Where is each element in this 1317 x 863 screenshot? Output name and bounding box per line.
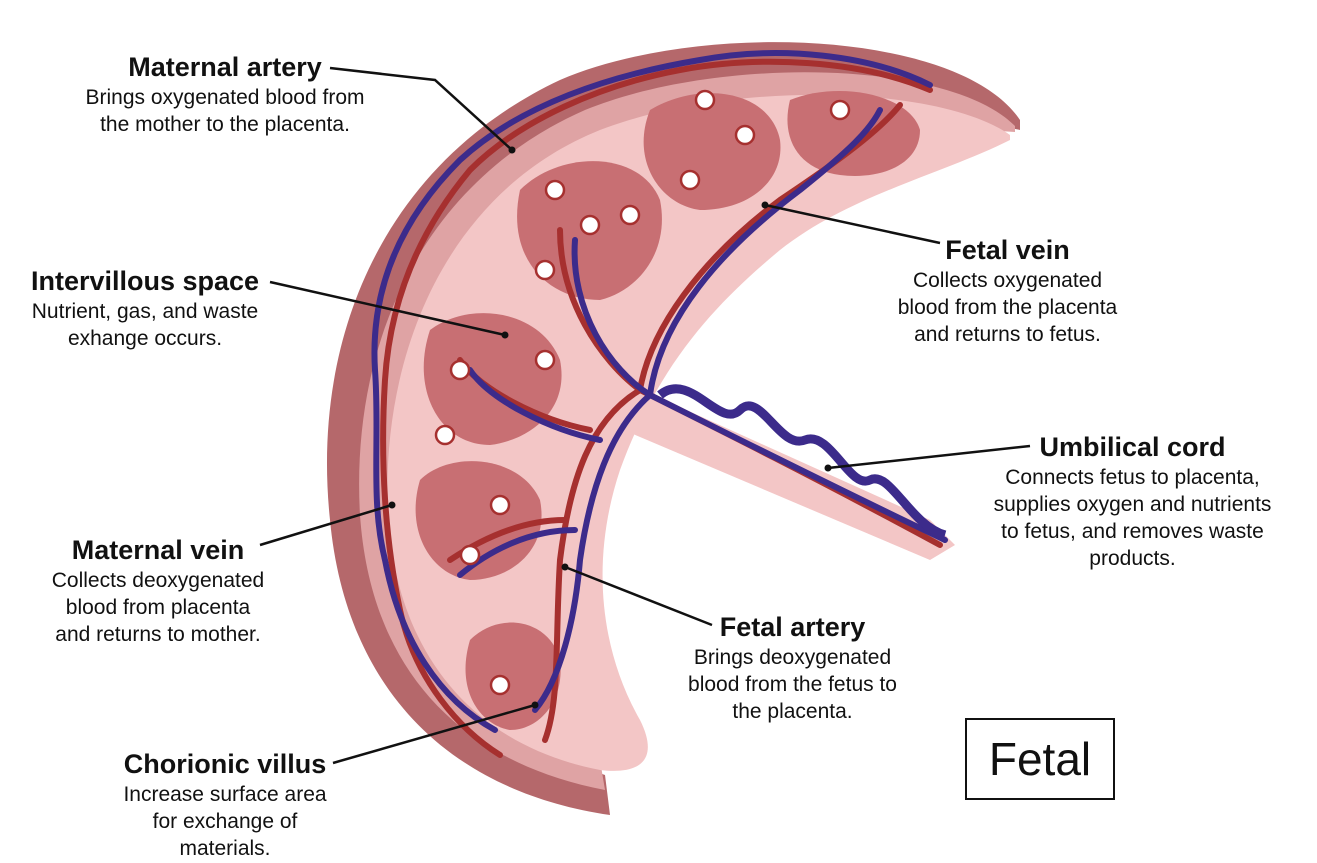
label-title: Maternal artery <box>40 50 410 84</box>
villus-tip <box>461 546 479 564</box>
villus-tip <box>696 91 714 109</box>
villus-tip <box>546 181 564 199</box>
label-chorionic-villus: Chorionic villus Increase surface area f… <box>80 747 370 862</box>
villus-tip <box>736 126 754 144</box>
label-description: Collects deoxygenated blood from placent… <box>18 567 298 648</box>
villus-tip <box>581 216 599 234</box>
villus-tip <box>621 206 639 224</box>
leader-dot <box>825 465 832 472</box>
label-description: Brings deoxygenated blood from the fetus… <box>655 644 930 725</box>
fetal-badge: Fetal <box>965 718 1115 800</box>
villus-tip <box>491 676 509 694</box>
label-intervillous-space: Intervillous space Nutrient, gas, and wa… <box>0 264 290 352</box>
label-maternal-artery: Maternal artery Brings oxygenated blood … <box>40 50 410 138</box>
label-fetal-artery: Fetal artery Brings deoxygenated blood f… <box>655 610 930 725</box>
label-title: Fetal vein <box>860 233 1155 267</box>
label-description: Collects oxygenated blood from the place… <box>860 267 1155 348</box>
leader-dot <box>562 564 569 571</box>
villus-tip <box>681 171 699 189</box>
villus-tip <box>436 426 454 444</box>
label-description: Brings oxygenated blood from the mother … <box>40 84 410 138</box>
leader-dot <box>502 332 509 339</box>
label-title: Umbilical cord <box>960 430 1305 464</box>
label-description: Nutrient, gas, and waste exhange occurs. <box>0 298 290 352</box>
label-description: Connects fetus to placenta, supplies oxy… <box>960 464 1305 572</box>
label-title: Fetal artery <box>655 610 930 644</box>
label-title: Maternal vein <box>18 533 298 567</box>
villus-tip <box>536 351 554 369</box>
label-umbilical-cord: Umbilical cord Connects fetus to placent… <box>960 430 1305 572</box>
leader-dot <box>762 202 769 209</box>
villus-tip <box>831 101 849 119</box>
leader-dot <box>509 147 516 154</box>
label-title: Chorionic villus <box>80 747 370 781</box>
label-title: Intervillous space <box>0 264 290 298</box>
leader-dot <box>389 502 396 509</box>
umbilical-cord-sheath <box>600 380 955 560</box>
villus-tip <box>451 361 469 379</box>
villus-tip <box>491 496 509 514</box>
label-maternal-vein: Maternal vein Collects deoxygenated bloo… <box>18 533 298 648</box>
villus-tip <box>536 261 554 279</box>
label-description: Increase surface area for exchange of ma… <box>80 781 370 862</box>
leader-dot <box>532 702 539 709</box>
label-fetal-vein: Fetal vein Collects oxygenated blood fro… <box>860 233 1155 348</box>
